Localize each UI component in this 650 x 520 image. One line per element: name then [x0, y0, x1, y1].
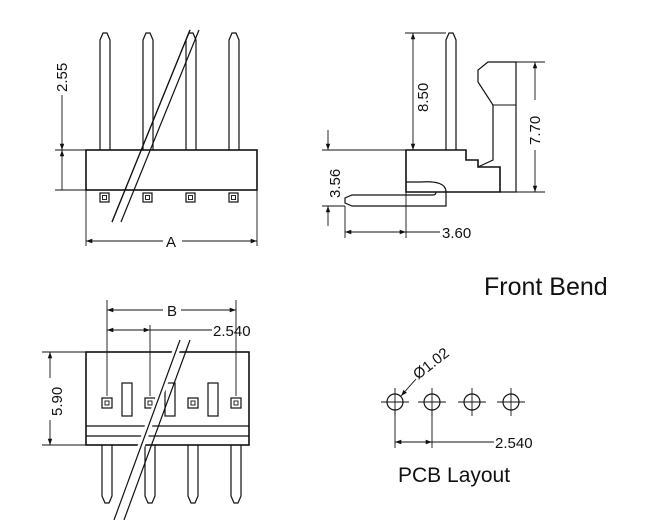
dim-hole-diameter: Ø1.02 [400, 345, 453, 397]
label-3-60: 3.60 [442, 225, 471, 242]
label-A: A [166, 234, 176, 251]
front-view-pin-tails [99, 192, 239, 203]
front-view-pins [99, 32, 240, 150]
dim-3-60: 3.60 [344, 192, 471, 242]
top-view-slots [121, 382, 219, 417]
top-view: B 2.540 5.90 [42, 300, 251, 520]
front-view-housing [85, 149, 258, 191]
label-2-540-pcb: 2.540 [495, 435, 533, 452]
dim-A: A [85, 190, 258, 251]
top-view-housing [85, 351, 250, 446]
front-view: 2.55 A [54, 29, 258, 251]
dim-5-90: 5.90 [42, 351, 86, 446]
side-view-pin [445, 32, 457, 150]
side-view-housing [405, 149, 501, 193]
side-view: 8.50 7.70 3.56 3.60 [322, 32, 545, 242]
label-3-56: 3.56 [327, 169, 344, 198]
label-B: B [167, 303, 177, 320]
top-view-pins [101, 445, 242, 504]
label-5-90: 5.90 [49, 387, 66, 416]
dim-3-56: 3.56 [322, 130, 406, 226]
pcb-layout: Ø1.02 2.540 PCB Layout [381, 345, 533, 487]
dim-8-50: 8.50 [405, 32, 446, 150]
dim-7-70: 7.70 [516, 61, 545, 193]
dim-B: B [106, 300, 237, 396]
top-view-pin-heads [101, 397, 242, 409]
label-hole-diameter: Ø1.02 [410, 345, 453, 384]
title-pcb-layout: PCB Layout [398, 464, 510, 487]
front-view-break-lines [111, 29, 200, 223]
pcb-holes [381, 388, 525, 416]
label-2-55: 2.55 [54, 63, 71, 92]
side-view-bent-pin [344, 181, 447, 207]
side-view-latch [477, 61, 517, 193]
dim-2-55: 2.55 [54, 63, 86, 191]
title-front-bend: Front Bend [484, 273, 608, 301]
dim-2-540-pcb: 2.540 [394, 410, 533, 452]
label-2-540-top: 2.540 [213, 323, 251, 340]
label-8-50: 8.50 [415, 83, 432, 112]
top-view-break-lines [110, 338, 191, 520]
dim-2-540-top: 2.540 [107, 323, 251, 396]
label-7-70: 7.70 [527, 116, 544, 145]
